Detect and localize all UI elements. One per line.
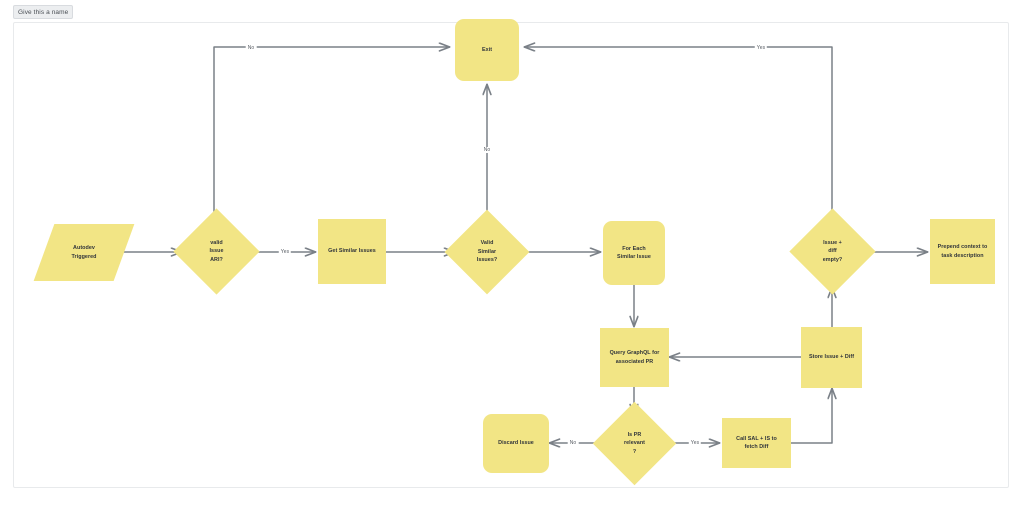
node-query-graphql[interactable]: Query GraphQL for associated PR: [600, 328, 669, 387]
edge-label-valid-similar-no: No: [481, 147, 493, 153]
node-label: Prepend context to task description: [937, 244, 988, 259]
node-label: Query GraphQL for associated PR: [609, 350, 660, 365]
node-label: Autodev Triggered: [71, 245, 97, 260]
node-get-similar-issues[interactable]: Get Similar Issues: [318, 219, 386, 284]
node-discard-issue[interactable]: Discard Issue: [483, 414, 549, 473]
node-exit[interactable]: Exit: [455, 19, 519, 81]
node-label: Valid Similar Issues?: [476, 240, 498, 264]
edge-label-valid-ari-no: No: [245, 45, 257, 51]
node-valid-similar-issues[interactable]: Valid Similar Issues?: [444, 209, 530, 295]
node-store-issue-diff[interactable]: Store Issue + Diff: [801, 327, 862, 388]
node-prepend-context[interactable]: Prepend context to task description: [930, 219, 995, 284]
edge-label-is-pr-relevant-yes: Yes: [688, 440, 702, 446]
node-valid-issue-ari[interactable]: valid Issue ARI?: [173, 208, 260, 295]
node-label: valid Issue ARI?: [209, 239, 224, 263]
edge-label-valid-ari-yes: Yes: [278, 249, 292, 255]
node-label: Is PR relevant ?: [623, 431, 646, 455]
node-autodev-triggered[interactable]: Autodev Triggered: [33, 224, 135, 281]
node-call-sal-fetch-diff[interactable]: Call SAL + IS to fetch Diff: [722, 418, 791, 468]
edge-label-issue-diff-yes: Yes: [754, 45, 768, 51]
node-label: Exit: [481, 46, 493, 53]
node-issue-diff-empty[interactable]: Issue + diff empty?: [789, 208, 876, 295]
node-label: Call SAL + IS to fetch Diff: [736, 435, 777, 450]
node-label: Get Similar Issues: [328, 248, 376, 255]
edge-label-is-pr-relevant-no: No: [567, 440, 579, 446]
node-label: Store Issue + Diff: [808, 354, 855, 361]
node-for-each-similar-issue[interactable]: For Each Similar Issue: [603, 221, 665, 285]
node-label: Issue + diff empty?: [822, 239, 843, 263]
node-label: For Each Similar Issue: [617, 245, 651, 260]
node-is-pr-relevant[interactable]: Is PR relevant ?: [592, 401, 677, 486]
node-label: Discard Issue: [498, 440, 534, 447]
diagram-name-input[interactable]: Give this a name: [13, 5, 74, 19]
